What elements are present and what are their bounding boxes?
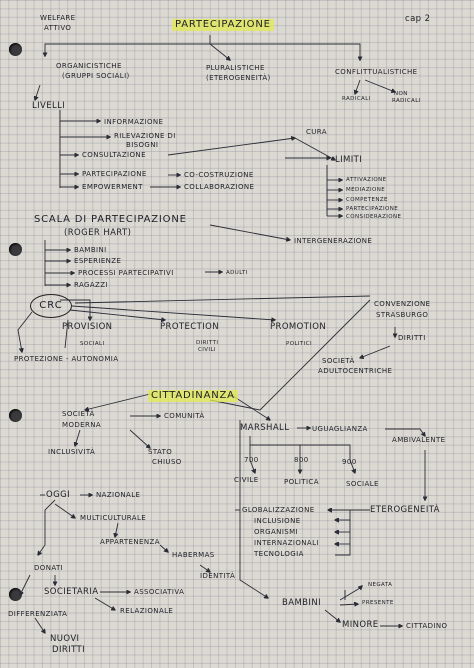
crc-label: CRC <box>30 294 72 318</box>
type-non-radicali: RADICALI <box>392 98 421 104</box>
protection-label: PROTECTION <box>160 322 219 332</box>
binder-hole <box>9 43 22 56</box>
organismi-label: ORGANISMI <box>254 528 299 536</box>
uguaglianza-label: UGUAGLIANZA <box>312 425 368 433</box>
associativa-label: ASSOCIATIVA <box>134 588 185 596</box>
inclusivita-label: INCLUSIVITÀ <box>48 448 96 456</box>
coconstruzione-label: CO-COSTRUZIONE <box>184 171 254 179</box>
scala-title: SCALA DI PARTECIPAZIONE <box>34 214 187 225</box>
cura-label: CURA <box>306 128 327 136</box>
marshall-label: MARSHALL <box>240 423 290 433</box>
politici-label: POLITICI <box>286 341 312 347</box>
type-radicali: RADICALI <box>342 96 371 102</box>
societa-moderna: SOCIETÀ <box>62 410 95 418</box>
bambini-label: BAMBINI <box>282 598 321 608</box>
provision-label: PROVISION <box>62 322 113 332</box>
politica-label: POLITICA <box>284 478 319 486</box>
livello-item: INFORMAZIONE <box>104 118 164 126</box>
limiti-title: LIMITI <box>335 155 363 165</box>
adultocentriche-label: ADULTOCENTRICHE <box>318 367 393 375</box>
c800-label: 800 <box>294 456 309 464</box>
multiculturale-label: MULTICULTURALE <box>80 514 147 522</box>
type-organicistiche: ORGANICISTICHE <box>56 62 122 70</box>
appartenenza-label: APPARTENENZA <box>100 538 160 546</box>
donati-label: DONATI <box>34 564 64 572</box>
diritti-label: DIRITTI <box>196 340 219 346</box>
adulti-label: ADULTI <box>226 270 248 276</box>
livello-item: CONSULTAZIONE <box>82 151 146 159</box>
scala-item: BAMBINI <box>74 246 107 254</box>
protezione-autonomia: PROTEZIONE - AUTONOMIA <box>14 355 119 363</box>
inclusione-label: INCLUSIONE <box>254 517 301 525</box>
negata-label: NEGATA <box>368 582 393 588</box>
chapter-label: cap 2 <box>405 14 431 24</box>
binder-hole <box>9 409 22 422</box>
chiuso-label: CHIUSO <box>152 458 182 466</box>
collaborazione-label: COLLABORAZIONE <box>184 183 255 191</box>
welfare-label: WELFARE <box>40 14 76 22</box>
limite-item: MEDIAZIONE <box>346 187 386 193</box>
moderna-label: MODERNA <box>62 421 102 429</box>
type-pluralistiche: PLURALISTICHE <box>206 64 265 72</box>
societa-label: SOCIETÀ <box>322 357 355 365</box>
relazionale-label: RELAZIONALE <box>120 607 174 615</box>
c900-label: 900 <box>342 458 357 466</box>
diritti2-label: DIRITTI <box>398 334 426 342</box>
attivo-label: ATTIVO <box>44 24 72 32</box>
scala-author: (ROGER HART) <box>64 228 132 238</box>
sociali-label: SOCIALI <box>80 341 105 347</box>
scala-item: PROCESSI PARTECIPATIVI <box>78 269 174 277</box>
c700-label: 700 <box>244 456 259 464</box>
globalizzazione-label: GLOBALIZZAZIONE <box>242 506 315 514</box>
type-conflittualistiche: CONFLITTUALISTICHE <box>335 68 418 76</box>
type-gruppi: (GRUPPI SOCIALI) <box>62 72 130 80</box>
strasburgo-label: STRASBURGO <box>376 311 429 319</box>
presente-label: PRESENTE <box>362 600 394 606</box>
binder-hole <box>9 243 22 256</box>
livello-item: BISOGNI <box>126 141 159 149</box>
ambivalente-label: AMBIVALENTE <box>392 436 446 444</box>
cittadino-label: CITTADINO <box>406 622 448 630</box>
limite-item: PARTECIPAZIONE <box>346 206 399 212</box>
convenzione-label: CONVENZIONE <box>374 300 431 308</box>
habermas-label: HABERMAS <box>172 551 215 559</box>
intergenerazione-label: INTERGENERAZIONE <box>294 237 373 245</box>
eterogeneita-label: ETEROGENEITÀ <box>370 505 440 515</box>
limite-item: COMPETENZE <box>346 197 388 203</box>
comunita-label: COMUNITÀ <box>164 412 205 420</box>
livello-item: PARTECIPAZIONE <box>82 170 147 178</box>
tecnologia-label: TECNOLOGIA <box>254 550 304 558</box>
nuovi-label: NUOVI <box>50 634 80 644</box>
minore-label: MINORE <box>342 620 379 630</box>
livelli-title: LIVELLI <box>32 101 66 111</box>
type-eterogeneita: (ETEROGENEITÀ) <box>206 74 271 82</box>
page-title: PARTECIPAZIONE <box>172 19 274 31</box>
oggi-label: OGGI <box>46 490 70 500</box>
civile-label: CIVILE <box>234 476 259 484</box>
type-non: NON <box>394 91 408 97</box>
sociale-label: SOCIALE <box>346 480 379 488</box>
differenziata-label: DIFFERENZIATA <box>8 610 68 618</box>
stato-label: STATO <box>148 448 173 456</box>
scala-item: RAGAZZI <box>74 281 108 289</box>
civili-label: CIVILI <box>198 347 216 353</box>
cittadinanza-title: CITTADINANZA <box>148 390 238 402</box>
societaria-label: SOCIETARIA <box>44 587 99 597</box>
livello-item: RILEVAZIONE DI <box>114 132 176 140</box>
livello-item: EMPOWERMENT <box>82 183 143 191</box>
scala-item: ESPERIENZE <box>74 257 122 265</box>
nazionale-label: NAZIONALE <box>96 491 141 499</box>
nuovi-diritti-label: DIRITTI <box>52 645 86 655</box>
limite-item: CONSIDERAZIONE <box>346 214 402 220</box>
internazionali-label: INTERNAZIONALI <box>254 539 319 547</box>
identita-label: IDENTITÀ <box>200 572 236 580</box>
limite-item: ATTIVAZIONE <box>346 177 387 183</box>
binder-hole <box>9 588 22 601</box>
promotion-label: PROMOTION <box>270 322 327 332</box>
